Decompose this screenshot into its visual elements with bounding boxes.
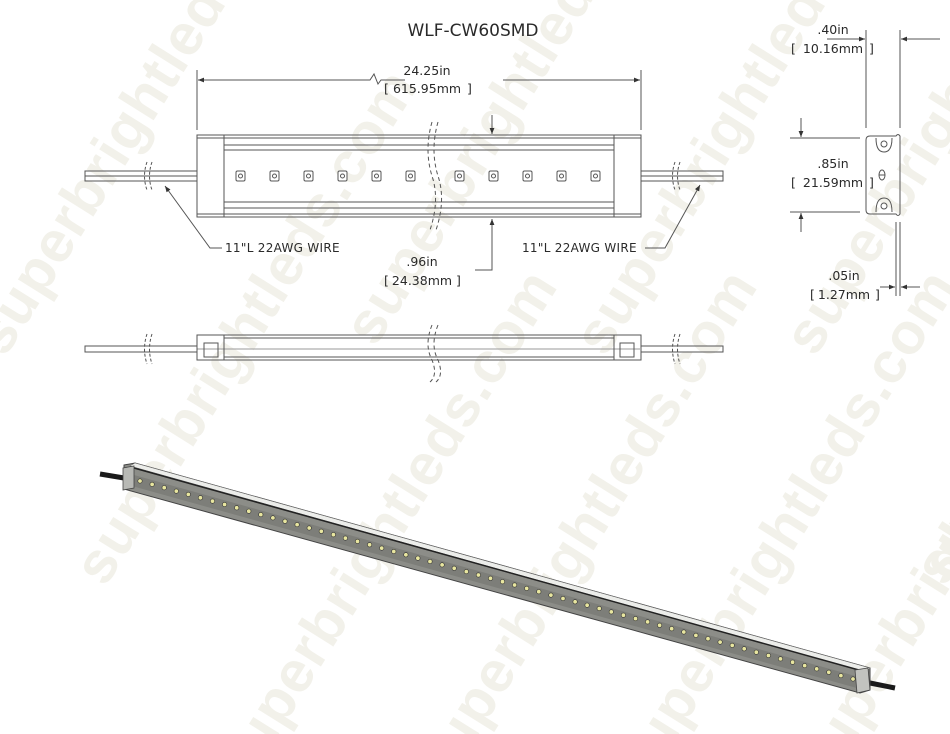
length-mm-label: 615.95mm bbox=[393, 81, 461, 96]
svg-text:]: ] bbox=[869, 41, 874, 56]
svg-text:[: [ bbox=[791, 41, 796, 56]
end-view bbox=[790, 30, 940, 296]
front-view bbox=[84, 70, 724, 271]
right-cable bbox=[869, 680, 896, 691]
svg-text:[: [ bbox=[384, 273, 389, 288]
drawing-title: WLF-CW60SMD bbox=[407, 21, 538, 41]
height-mm-label: 24.38mm bbox=[392, 273, 452, 288]
svg-text:]: ] bbox=[869, 175, 874, 190]
height-inch-label: .96in bbox=[406, 254, 437, 269]
isometric-led-row bbox=[137, 478, 856, 682]
top-view bbox=[84, 324, 724, 383]
length-inch-label: 24.25in bbox=[403, 63, 450, 78]
svg-text:]: ] bbox=[467, 81, 472, 96]
isometric-render bbox=[99, 462, 896, 694]
flange-mm-label: 1.27mm bbox=[818, 287, 870, 302]
depth-inch-label: .40in bbox=[817, 22, 848, 37]
svg-text:[: [ bbox=[810, 287, 815, 302]
depth-mm-label: 10.16mm bbox=[803, 41, 863, 56]
left-wire-note: 11"L 22AWG WIRE bbox=[225, 241, 340, 255]
svg-text:]: ] bbox=[875, 287, 880, 302]
svg-text:[: [ bbox=[791, 175, 796, 190]
flange-inch-label: .05in bbox=[828, 268, 859, 283]
profile-height-inch-label: .85in bbox=[817, 156, 848, 171]
right-wire-note: 11"L 22AWG WIRE bbox=[522, 241, 637, 255]
svg-text:]: ] bbox=[456, 273, 461, 288]
svg-text:[: [ bbox=[384, 81, 389, 96]
led-chips-front bbox=[235, 170, 601, 182]
profile-height-mm-label: 21.59mm bbox=[803, 175, 863, 190]
left-cable bbox=[99, 471, 125, 481]
